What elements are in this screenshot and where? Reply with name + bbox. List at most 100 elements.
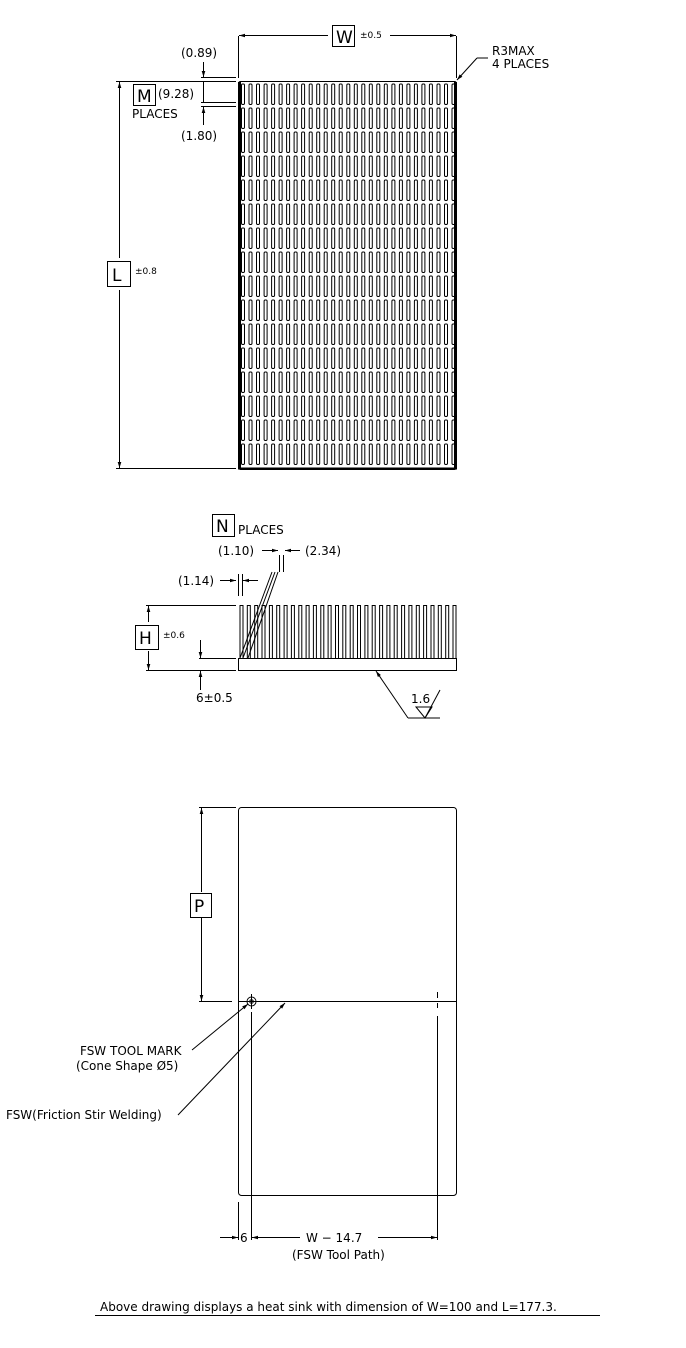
slot [331,395,336,417]
slot [308,323,313,345]
tool-mark-shape-note: (Cone Shape Ø5) [76,1059,178,1073]
slot [256,107,260,129]
slot [376,347,381,369]
slot [263,323,268,345]
slot [316,155,321,177]
slot [398,83,403,105]
slot [444,347,448,369]
slot [338,179,343,201]
slot [368,251,373,273]
slot [398,275,403,297]
slot [323,275,328,297]
slot [368,83,373,105]
slot-count-label-box [133,84,156,106]
slot [293,419,298,441]
slot [263,371,268,393]
slot [338,131,343,153]
slot [391,179,396,201]
slot [361,107,366,129]
length-label-box [107,261,131,287]
slot [421,83,426,105]
slot [451,107,456,129]
slot [406,203,411,225]
slot [413,227,418,249]
slot [398,299,403,321]
slot [428,179,433,201]
slot [413,203,418,225]
slot [444,299,448,321]
slot [406,323,411,345]
fin [312,605,317,659]
slot [338,83,343,105]
slot [398,347,403,369]
fin [393,605,398,659]
slot [271,179,276,201]
slot [406,155,411,177]
slot [308,107,313,129]
slot [444,395,448,417]
slot [331,323,336,345]
slot [331,371,336,393]
slot [413,443,418,465]
slot [368,155,373,177]
fin-thickness-dim: (1.14) [178,574,214,588]
slot [271,83,276,105]
slot [428,251,433,273]
slot [361,371,366,393]
slot [398,251,403,273]
fin [445,605,450,659]
slot [406,179,411,201]
slot [436,203,441,225]
slot [323,179,328,201]
slot [271,371,276,393]
slot [353,131,358,153]
slot [413,299,418,321]
slot [428,347,433,369]
slot [391,227,396,249]
slot [316,275,321,297]
slot [338,323,343,345]
slot [316,371,321,393]
slot [451,395,456,417]
slot [331,347,336,369]
slot [436,179,441,201]
slot [406,395,411,417]
fin [408,605,413,659]
slot [256,371,260,393]
slot [406,251,411,273]
slot [383,419,388,441]
slot [293,443,298,465]
slot [293,347,298,369]
slot [451,203,456,225]
slot [383,251,388,273]
slot [248,155,253,177]
slot [383,131,388,153]
slot [248,179,253,201]
slot [421,395,426,417]
slot [376,299,381,321]
slot [368,347,373,369]
slot [323,131,328,153]
slot [361,419,366,441]
slot [413,371,418,393]
bottom-view [177,807,457,1240]
slot [323,227,328,249]
slot [353,299,358,321]
slot [368,371,373,393]
slot [398,203,403,225]
slot [301,131,306,153]
slot [316,251,321,273]
slot [338,275,343,297]
slot [353,395,358,417]
slot [406,227,411,249]
slot [406,299,411,321]
slot [301,443,306,465]
slot [278,107,283,129]
slot [316,419,321,441]
slot [271,419,276,441]
fin [290,605,295,659]
slot [286,371,291,393]
slot [368,203,373,225]
slot [301,419,306,441]
slot [436,83,441,105]
